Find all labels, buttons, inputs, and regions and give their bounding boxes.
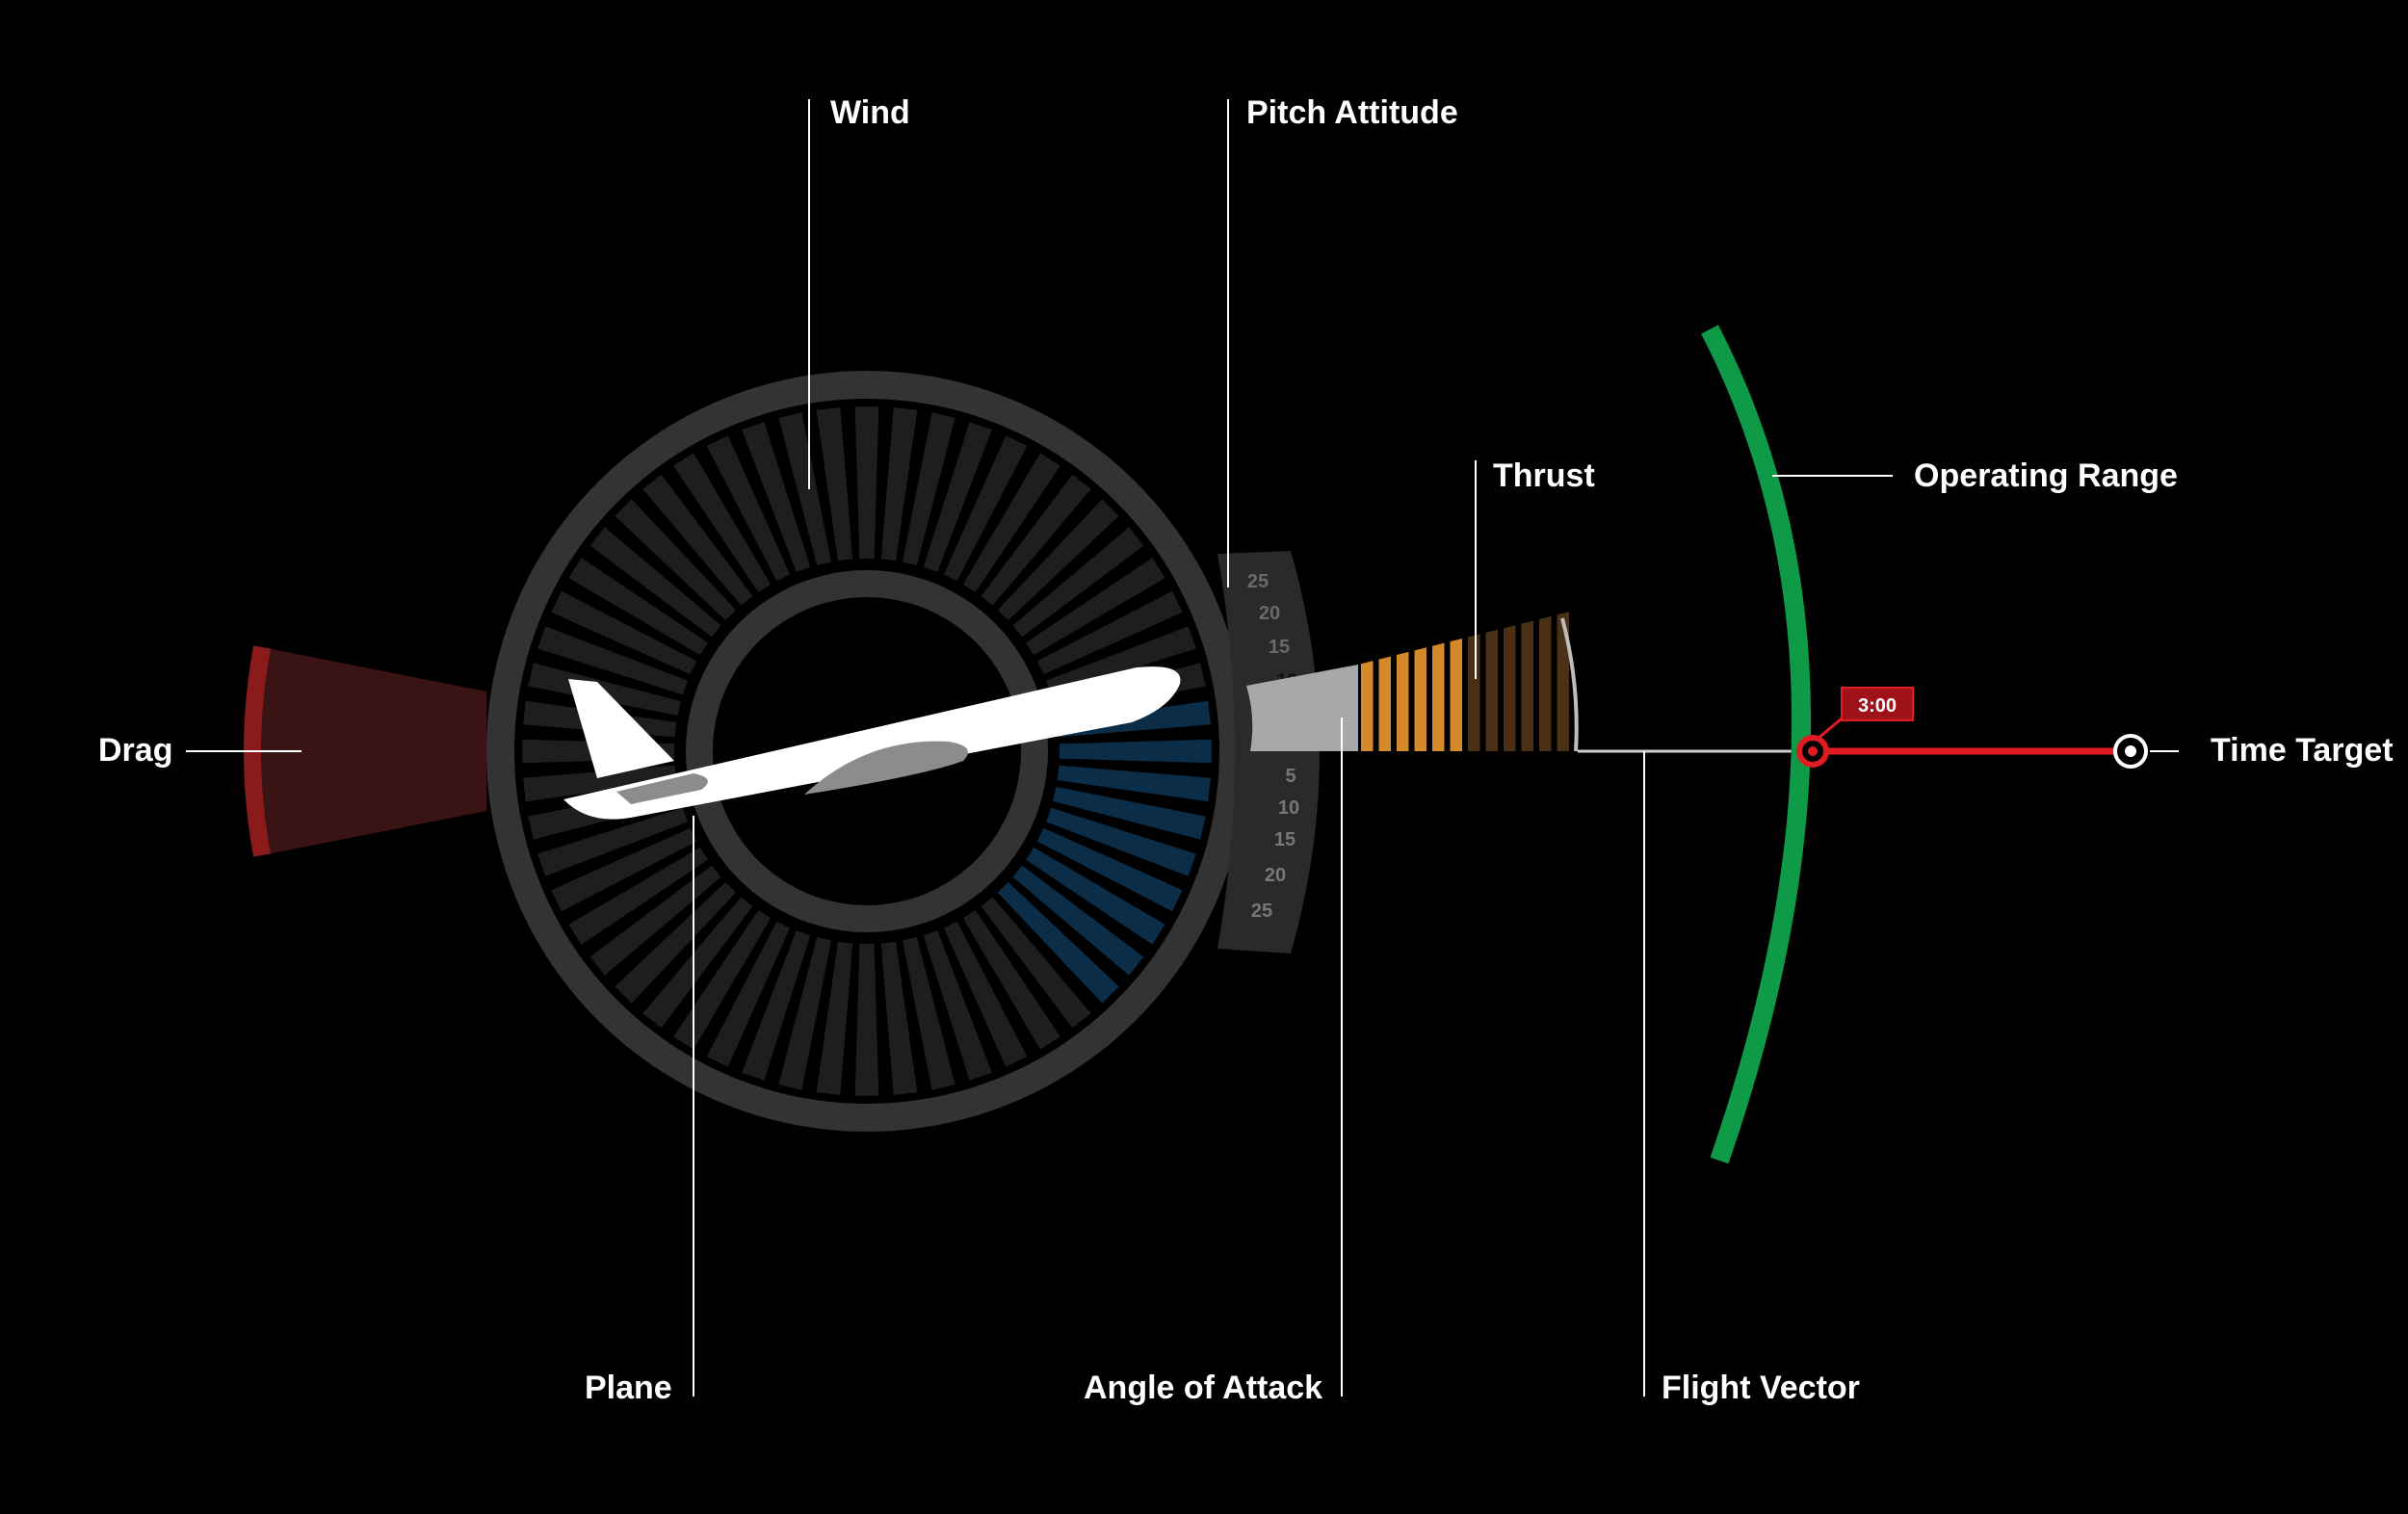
pitch-scale-number: 20: [1259, 603, 1280, 624]
fan-blade: [903, 937, 955, 1090]
fan-blade-wind: [997, 881, 1119, 1004]
thrust-bar-active: [1450, 639, 1462, 751]
thrust-bar-active: [1378, 656, 1391, 751]
fan-blade: [742, 422, 811, 572]
pitch-scale-number: 20: [1265, 865, 1286, 886]
thrust-bar-active: [1361, 661, 1374, 751]
operating-range-label: Operating Range: [1914, 457, 2178, 494]
fan-blade: [854, 943, 879, 1096]
fan-blade: [537, 626, 688, 695]
time-badge: [1841, 687, 1914, 721]
thrust-bar-active: [1432, 642, 1445, 751]
fan-blade: [943, 435, 1028, 582]
thrust-cap: [1560, 617, 1579, 752]
time-target-label: Time Target: [2211, 732, 2394, 769]
pitch-scale-number: 15: [1269, 637, 1290, 658]
current-position-dot: [1808, 746, 1818, 756]
fan-blade-wind: [1046, 807, 1196, 876]
thrust-bar-inactive: [1468, 634, 1480, 751]
pitch-scale-band: [1217, 551, 1320, 953]
pitch-scale-number: 25: [1247, 571, 1269, 592]
thrust-bar-active: [1397, 651, 1409, 751]
fan-blade: [589, 865, 721, 976]
fan-blade-wind: [1057, 765, 1211, 802]
fan-blade: [923, 422, 992, 572]
plane-label: Plane: [585, 1370, 672, 1406]
fan-blade: [537, 807, 688, 876]
fan-blade: [962, 910, 1060, 1050]
plane-fuselage: [563, 666, 1181, 820]
fan-blade: [706, 921, 791, 1067]
leader-lines: [186, 99, 1893, 1397]
fan-blade: [706, 435, 791, 582]
operating-range-arc: [1701, 325, 1812, 1164]
fan-blade: [742, 930, 811, 1081]
thrust-bars: [1361, 612, 1569, 751]
time-target-dot: [2125, 745, 2136, 757]
fan-blade-wind: [1036, 827, 1183, 912]
pitch-scale-number: 5: [1285, 766, 1296, 787]
plane-silhouette: [563, 666, 1181, 820]
fan-blade: [673, 910, 772, 1050]
fan-blade: [523, 765, 677, 802]
flight-vector-label: Flight Vector: [1662, 1370, 1860, 1406]
thrust-bar-inactive: [1539, 615, 1552, 751]
thrust-bar-inactive: [1521, 620, 1533, 751]
fan-blade: [854, 406, 879, 560]
pitch-scale-number: 25: [1251, 901, 1272, 922]
plane-wing: [804, 741, 968, 795]
fan-blade: [673, 453, 772, 592]
fan-blade: [997, 499, 1119, 621]
fan-blade: [778, 937, 831, 1090]
thrust-bar-inactive: [1504, 625, 1516, 751]
fan-blade: [642, 474, 753, 606]
fan-blade: [1012, 527, 1144, 638]
angle-of-attack-bar: [1246, 665, 1358, 751]
fan-blade: [880, 941, 918, 1095]
thrust-bar-inactive: [1485, 629, 1498, 751]
pitch-attitude-label: Pitch Attitude: [1246, 94, 1458, 131]
fan-blade: [923, 930, 992, 1081]
fan-blade: [615, 499, 737, 621]
fan-blade: [589, 527, 721, 638]
fan-blade: [642, 897, 753, 1029]
fan-blade-wind: [1053, 787, 1206, 840]
fan-blade-wind: [1012, 865, 1144, 976]
fan-blade: [615, 881, 737, 1004]
fan-blade: [816, 941, 853, 1095]
fan-blade: [1026, 558, 1165, 656]
plane-stabilizer: [616, 773, 708, 804]
thrust-bar-active: [1414, 647, 1426, 751]
pitch-scale-number: 15: [1274, 829, 1296, 850]
fan-blade: [528, 663, 681, 716]
fan-blade: [568, 847, 708, 945]
wind-label: Wind: [830, 94, 910, 131]
fan-blade: [903, 412, 955, 565]
fan-blade: [551, 590, 697, 675]
fan-blade-wind: [1026, 847, 1165, 945]
fan-blade: [551, 827, 697, 912]
fan-blade: [1046, 626, 1196, 695]
time-badge-text: 3:00: [1858, 695, 1897, 717]
fan-blade: [962, 453, 1060, 592]
fan-blade: [943, 921, 1028, 1067]
fan-blade: [880, 407, 918, 561]
thrust-bar-inactive: [1557, 612, 1569, 751]
fan-blade-wind: [1059, 739, 1212, 764]
fan-blade: [1036, 590, 1183, 675]
fan-blade: [816, 407, 853, 561]
fan-blade: [778, 412, 831, 565]
pitch-scale-number: 10: [1278, 797, 1299, 819]
plane-tail-fin: [568, 679, 674, 778]
fan-blade: [981, 897, 1091, 1029]
fan-blade: [568, 558, 708, 656]
drag-label: Drag: [98, 732, 172, 769]
badge-connector: [1816, 717, 1843, 742]
drag-wedge: [252, 647, 486, 855]
angle-of-attack-label: Angle of Attack: [1084, 1370, 1322, 1406]
fan-blade: [981, 474, 1091, 606]
thrust-label: Thrust: [1493, 457, 1595, 494]
